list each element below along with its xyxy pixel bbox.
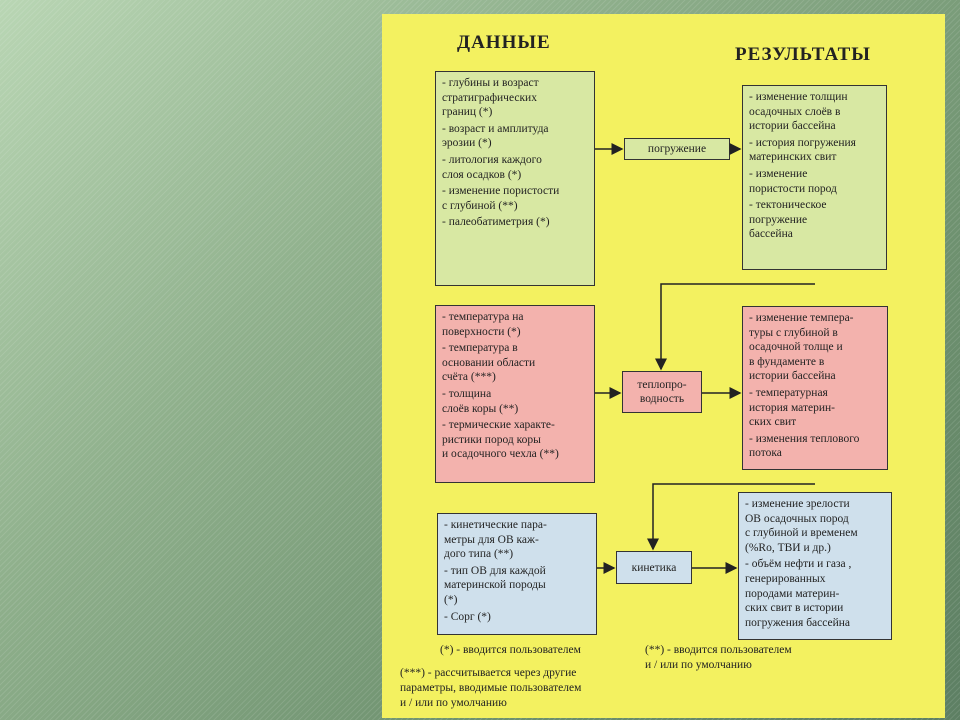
footnote-single-star: (*) - вводится пользователем — [440, 644, 581, 656]
subsidence-results-box: - изменение толщин осадочных слоёв в ист… — [742, 85, 887, 270]
input-item: - термические характе- ристики пород кор… — [442, 419, 559, 461]
input-item: - температура на поверхности (*) — [442, 311, 524, 338]
result-item: - температурная история материн- ских св… — [749, 386, 835, 429]
input-item: - возраст и амплитуда эрозии (*) — [442, 122, 549, 150]
result-item: - изменение зрелости ОВ осадочных пород … — [745, 498, 858, 554]
arrow-results-to-kinetics — [647, 483, 815, 551]
result-item: - объём нефти и газа , генерированных по… — [745, 558, 852, 629]
result-item: - изменения теплового потока — [749, 432, 860, 460]
heat-flow-inputs-box: - температура на поверхности (*) - темпе… — [435, 305, 595, 483]
results-heading: РЕЗУЛЬТАТЫ — [735, 44, 871, 65]
result-item: - история погружения материнских свит — [749, 136, 856, 164]
result-item: - изменение пористости пород — [749, 167, 837, 195]
input-item: - глубины и возраст стратиграфических гр… — [442, 77, 539, 119]
kinetics-results-box: - изменение зрелости ОВ осадочных пород … — [738, 492, 892, 640]
heat-flow-results-box: - изменение темпера- туры с глубиной в о… — [742, 306, 888, 470]
input-item: - толщина слоёв коры (**) — [442, 387, 519, 415]
kinetics-inputs-box: - кинетические пара- метры для ОВ каж- д… — [437, 513, 597, 635]
result-item: - тектоническое погружение бассейна — [749, 199, 827, 241]
input-item: - литология каждого слоя осадков (*) — [442, 153, 542, 181]
footnote-triple-star: (***) - рассчитывается через другие пара… — [400, 667, 582, 709]
result-item: - изменение темпера- туры с глубиной в о… — [749, 312, 854, 383]
subsidence-process-box: погружение — [624, 138, 730, 160]
arrow-results-to-heat-conduction — [655, 283, 815, 371]
footnote-double-star: (**) - вводится пользователем и / или по… — [645, 644, 792, 671]
kinetics-process-box: кинетика — [616, 551, 692, 584]
input-item: - Сорг (*) — [444, 610, 491, 623]
data-heading: ДАННЫЕ — [457, 32, 551, 53]
result-item: - изменение толщин осадочных слоёв в ист… — [749, 91, 848, 133]
input-item: - тип ОВ для каждой материнской породы (… — [444, 564, 546, 606]
input-item: - изменение пористости с глубиной (**) — [442, 185, 560, 212]
input-item: - палеобатиметрия (*) — [442, 216, 550, 229]
subsidence-inputs-box: - глубины и возраст стратиграфических гр… — [435, 71, 595, 286]
heat-conduction-process-box: теплопро- водность — [622, 371, 702, 413]
input-item: - кинетические пара- метры для ОВ каж- д… — [444, 519, 547, 561]
input-item: - температура в основании области счёта … — [442, 342, 536, 384]
